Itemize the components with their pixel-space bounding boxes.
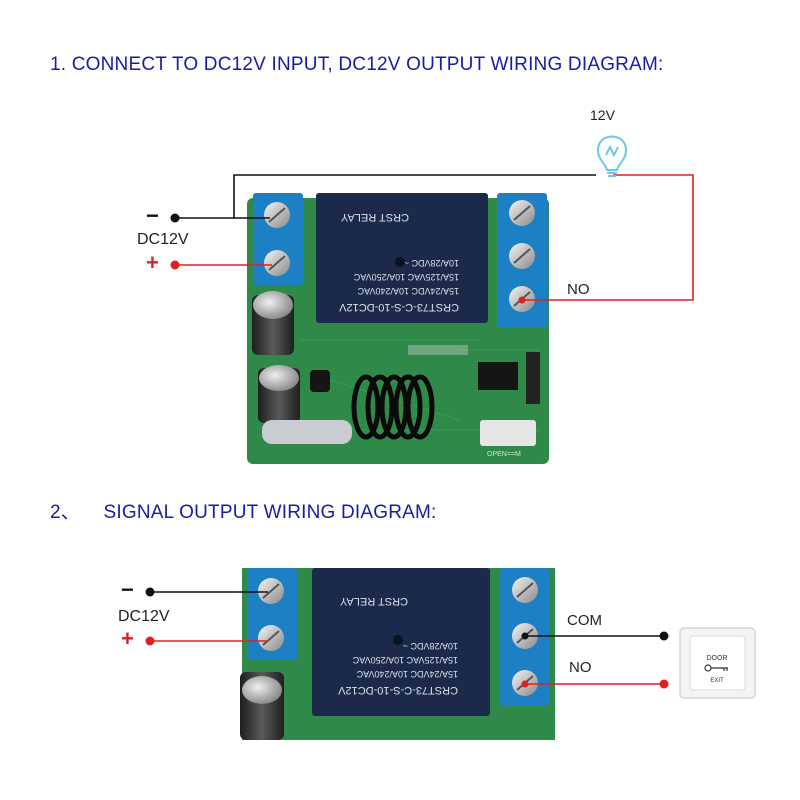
exit-button-top-label: DOOR bbox=[707, 655, 728, 662]
diagram1-title: 1. CONNECT TO DC12V INPUT, DC12V OUTPUT … bbox=[50, 54, 663, 76]
black-wire bbox=[175, 174, 596, 219]
crystal bbox=[262, 420, 352, 444]
dc12v-label: DC12V bbox=[118, 608, 170, 625]
red-wire bbox=[525, 174, 694, 301]
diagram2-title: 2、 SIGNAL OUTPUT WIRING DIAGRAM: bbox=[50, 497, 437, 524]
transistor bbox=[310, 370, 330, 392]
light-bulb-icon bbox=[596, 135, 628, 177]
diagram1-number: 1. bbox=[50, 54, 67, 75]
diagram2-number: 2、 bbox=[50, 502, 80, 523]
diagram2: CRST73-C-S-10-DC12V 15A/24VDC 10A/240VAC… bbox=[145, 568, 756, 740]
plus-sign: + bbox=[121, 626, 134, 651]
relay-rating-text-1: 15A/24VDC 10A/240VAC bbox=[357, 286, 459, 296]
antenna-coil bbox=[351, 374, 435, 440]
no-label: NO bbox=[569, 659, 592, 676]
relay-rating-text-2: 15A/125VAC 10A/250VAC bbox=[352, 655, 458, 665]
relay-dot bbox=[395, 257, 405, 267]
exit-button-device: DOOR EXIT bbox=[679, 627, 756, 699]
relay-brand-text: CRST RELAY bbox=[339, 595, 408, 607]
relay-brand-text: CRST RELAY bbox=[340, 211, 409, 223]
negative-terminal-dot bbox=[170, 213, 180, 223]
exit-button-bottom-label: EXIT bbox=[710, 678, 724, 684]
relay-model-text: CRST73-C-S-10-DC12V bbox=[339, 301, 459, 313]
minus-sign: − bbox=[121, 577, 134, 602]
no-label: NO bbox=[567, 281, 590, 298]
plus-sign: + bbox=[146, 250, 159, 275]
relay-rating-text-2: 15A/125VAC 10A/250VAC bbox=[353, 272, 459, 282]
relay-rating-text-1: 15A/24VDC 10A/240VAC bbox=[356, 669, 458, 679]
pin-header bbox=[526, 352, 540, 404]
ic-chip bbox=[478, 362, 518, 390]
diagram1-title-text: CONNECT TO DC12V INPUT, DC12V OUTPUT WIR… bbox=[71, 54, 664, 75]
learn-button bbox=[480, 420, 536, 446]
diagram2-title-text: SIGNAL OUTPUT WIRING DIAGRAM: bbox=[103, 502, 437, 523]
dc12v-label: DC12V bbox=[137, 231, 189, 248]
button-label: OPEN==M bbox=[487, 451, 521, 458]
positive-terminal-dot bbox=[145, 636, 155, 646]
lamp-voltage-label: 12V bbox=[590, 107, 615, 123]
positive-terminal-dot bbox=[170, 260, 180, 270]
relay-rating-text-3: 10A/28VDC ~ bbox=[403, 641, 458, 651]
relay-rating-text-3: 10A/28VDC ~ bbox=[404, 258, 459, 268]
key-icon bbox=[704, 664, 728, 672]
diagram1: CRST73-C-S-10-DC12V 15A/24VDC 10A/240VAC… bbox=[170, 135, 694, 464]
relay-model-text: CRST73-C-S-10-DC12V bbox=[338, 684, 458, 696]
com-label: COM bbox=[567, 612, 602, 629]
minus-sign: − bbox=[146, 203, 159, 228]
negative-terminal-dot bbox=[145, 587, 155, 597]
